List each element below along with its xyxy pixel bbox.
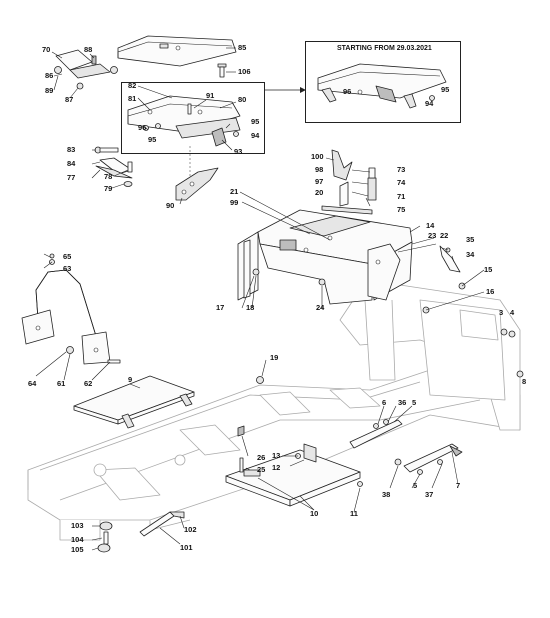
bracket-34 bbox=[439, 245, 461, 273]
bolt-19 bbox=[256, 376, 264, 384]
callout-21: 21 bbox=[230, 187, 239, 196]
callout-102: 102 bbox=[184, 525, 197, 534]
seat-bracket-assembly bbox=[127, 95, 241, 147]
callout-18: 18 bbox=[246, 303, 255, 312]
callout-9: 9 bbox=[128, 375, 133, 384]
callout-13: 13 bbox=[272, 451, 281, 460]
callout-87: 87 bbox=[65, 95, 74, 104]
callout-35: 35 bbox=[466, 235, 475, 244]
callout-6: 6 bbox=[382, 398, 387, 407]
callout-64: 64 bbox=[28, 379, 37, 388]
callout-85: 85 bbox=[238, 43, 247, 52]
lever-bracket-assembly bbox=[54, 49, 118, 90]
inset-title: STARTING FROM 29.03.2021 bbox=[337, 45, 432, 52]
seat-rail-assembly bbox=[94, 146, 133, 187]
callout-3: 3 bbox=[499, 308, 504, 317]
callout-61: 61 bbox=[57, 379, 66, 388]
callout-90: 90 bbox=[166, 201, 175, 210]
callout-63: 63 bbox=[63, 264, 72, 273]
callout-100: 100 bbox=[311, 152, 324, 161]
callout-62: 62 bbox=[84, 379, 93, 388]
callout-77: 77 bbox=[67, 173, 76, 182]
callout-10: 10 bbox=[310, 509, 319, 518]
callout-99: 99 bbox=[230, 198, 239, 207]
inset-callout-95: 95 bbox=[441, 85, 450, 94]
callout-65: 65 bbox=[63, 252, 72, 261]
callout-84: 84 bbox=[67, 159, 76, 168]
callout-103: 103 bbox=[71, 521, 84, 530]
side-bracket-22 bbox=[367, 243, 401, 301]
callout-73: 73 bbox=[397, 165, 406, 174]
callout-101: 101 bbox=[180, 543, 193, 552]
inset-detail-box bbox=[305, 41, 461, 123]
callout-91: 91 bbox=[206, 91, 215, 100]
callout-70: 70 bbox=[42, 45, 51, 54]
callout-4: 4 bbox=[510, 308, 515, 317]
inset-callout-94: 94 bbox=[425, 99, 434, 108]
callout-105: 105 bbox=[71, 545, 84, 554]
callout-94: 94 bbox=[251, 131, 260, 140]
rod-101-assembly bbox=[97, 511, 185, 553]
rear-hitch-arm bbox=[21, 253, 121, 365]
callout-12: 12 bbox=[272, 463, 281, 472]
callout-14: 14 bbox=[426, 221, 435, 230]
callout-93: 93 bbox=[234, 147, 243, 156]
rear-bar-6 bbox=[349, 419, 403, 449]
callout-7: 7 bbox=[456, 481, 461, 490]
callout-16: 16 bbox=[486, 287, 495, 296]
callout-71: 71 bbox=[397, 192, 406, 201]
callout-19: 19 bbox=[270, 353, 279, 362]
inset-seat-plate bbox=[317, 63, 447, 109]
callout-88: 88 bbox=[84, 45, 93, 54]
callout-74: 74 bbox=[397, 178, 406, 187]
callout-95-b: 95 bbox=[148, 135, 157, 144]
callout-5: 5 bbox=[412, 398, 417, 407]
leader-lines bbox=[35, 47, 485, 551]
callout-95: 95 bbox=[251, 117, 260, 126]
callout-83: 83 bbox=[67, 145, 76, 154]
callout-80: 80 bbox=[238, 95, 247, 104]
callout-86: 86 bbox=[45, 71, 54, 80]
callout-97: 97 bbox=[315, 177, 324, 186]
callout-98: 98 bbox=[315, 165, 324, 174]
battery-tray-10 bbox=[225, 425, 363, 507]
callout-104: 104 bbox=[71, 535, 84, 544]
callout-24: 24 bbox=[316, 303, 325, 312]
callout-75: 75 bbox=[397, 205, 406, 214]
callout-106: 106 bbox=[238, 67, 251, 76]
callout-15: 15 bbox=[484, 265, 493, 274]
seat-adjust-lever-90 bbox=[175, 167, 219, 201]
callout-22: 22 bbox=[440, 231, 449, 240]
callout-96: 96 bbox=[138, 123, 147, 132]
rear-bar-7 bbox=[394, 443, 463, 475]
callout-8: 8 bbox=[522, 377, 527, 386]
callout-5-b: 5 bbox=[413, 481, 418, 490]
callout-82: 82 bbox=[128, 81, 137, 90]
callout-20: 20 bbox=[315, 188, 324, 197]
callout-23: 23 bbox=[428, 231, 437, 240]
pin-106 bbox=[217, 63, 227, 78]
inset-callout-96: 96 bbox=[343, 87, 352, 96]
callout-78: 78 bbox=[104, 172, 113, 181]
callout-17: 17 bbox=[216, 303, 225, 312]
callout-89: 89 bbox=[45, 86, 54, 95]
callout-79: 79 bbox=[104, 184, 113, 193]
callout-26: 26 bbox=[257, 453, 266, 462]
detail-box-80 bbox=[121, 82, 265, 154]
callout-37: 37 bbox=[425, 490, 434, 499]
callout-38: 38 bbox=[382, 490, 391, 499]
callout-81: 81 bbox=[128, 94, 137, 103]
callout-34: 34 bbox=[466, 250, 475, 259]
callout-11: 11 bbox=[350, 509, 358, 518]
callout-36: 36 bbox=[398, 398, 407, 407]
seat-plate-85 bbox=[117, 35, 237, 67]
callout-25: 25 bbox=[257, 465, 266, 474]
foot-plate-9 bbox=[73, 375, 195, 429]
